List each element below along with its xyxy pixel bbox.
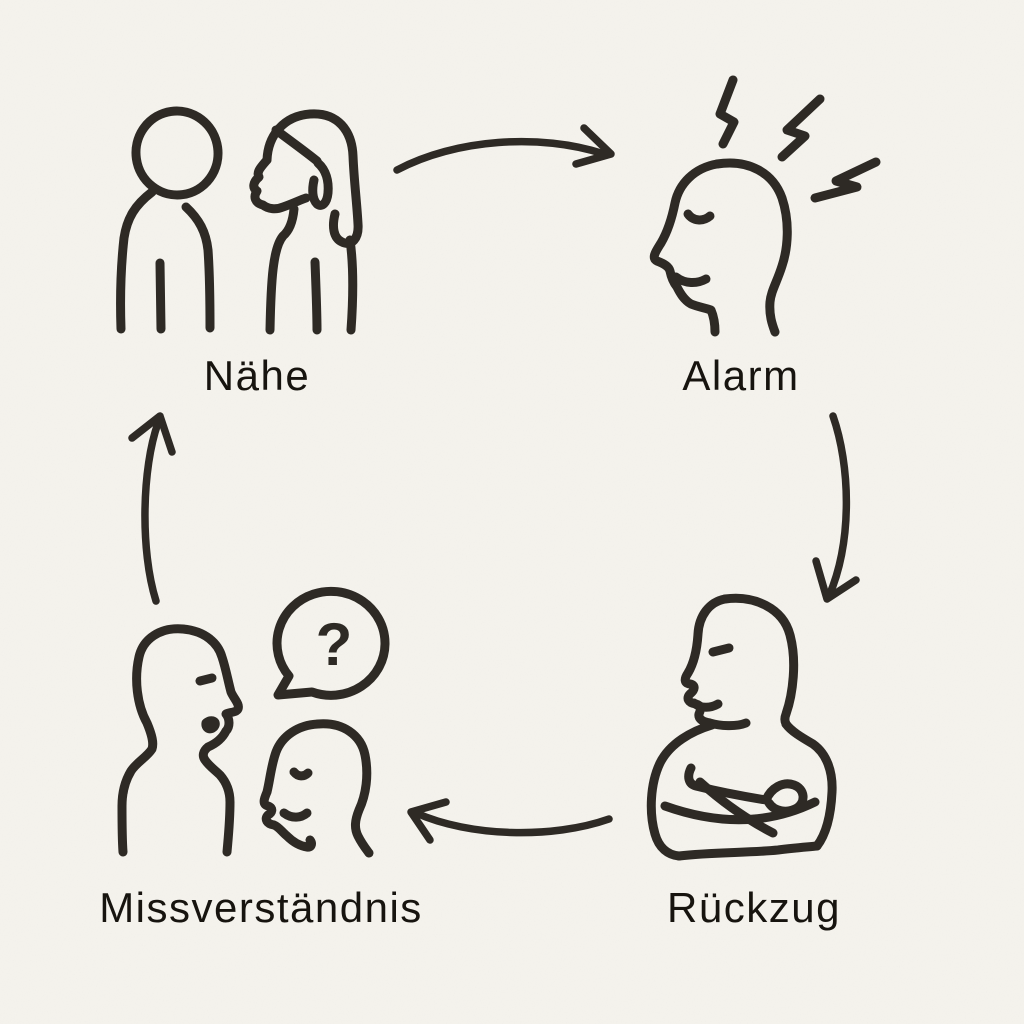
- arrow-rueckzug-to-missverstaendnis: [407, 798, 613, 844]
- arrow-naehe-to-alarm: [393, 124, 615, 174]
- mouth: [279, 808, 312, 822]
- mouth: [689, 698, 723, 712]
- node-label-alarm: Alarm: [682, 352, 800, 399]
- two-people-icon: [116, 106, 363, 335]
- closed-eye: [683, 209, 715, 225]
- head-profile: [649, 158, 792, 337]
- mouth-curl: [201, 716, 220, 734]
- bubble-outline: [272, 586, 390, 700]
- node-label-rueckzug: Rückzug: [667, 884, 841, 931]
- crossed-forearm: [660, 797, 820, 825]
- question-speech-bubble-icon: ?: [272, 586, 390, 700]
- node-label-missverstaendnis: Missverständnis: [99, 884, 423, 931]
- two-heads-question-bubble-icon: ?: [117, 586, 390, 858]
- small-head-figure: [259, 719, 374, 858]
- question-mark: ?: [316, 611, 353, 678]
- person-crossed-arms-icon: [646, 593, 837, 861]
- forearm: [684, 763, 771, 805]
- large-head-figure: [117, 624, 243, 857]
- mouth: [671, 272, 711, 287]
- node-label-naehe: Nähe: [203, 352, 311, 399]
- eye-dash: [195, 673, 217, 686]
- stressed-head-with-bolts-icon: [649, 75, 881, 337]
- arrow-missverstaendnis-to-naehe: [128, 412, 176, 605]
- arrow-alarm-to-rueckzug: [812, 412, 860, 603]
- woman-figure: [249, 109, 363, 335]
- crossing-line: [695, 777, 778, 838]
- eye-dash: [708, 643, 734, 657]
- lower-arm: [674, 841, 822, 861]
- eye-dash: [289, 767, 313, 781]
- stress-bolts-icon: [715, 75, 881, 203]
- man-figure: [116, 106, 223, 334]
